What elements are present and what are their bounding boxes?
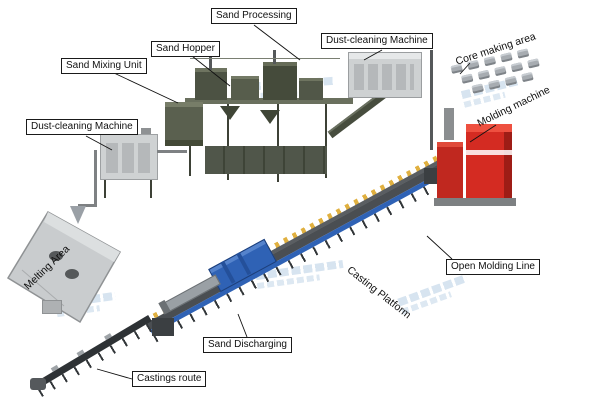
hopper-box xyxy=(231,76,259,100)
discharge-cone xyxy=(220,106,240,120)
machine-leg xyxy=(150,180,152,198)
dust-cleaning-machine-top-vents xyxy=(354,64,414,90)
molding-machine-frame xyxy=(444,108,454,140)
melting-furnace-box xyxy=(42,300,62,314)
label-open-molding-line: Open Molding Line xyxy=(446,259,540,275)
machine-leg xyxy=(104,180,106,198)
sand-mixer-unit xyxy=(165,102,203,146)
pipe xyxy=(78,204,97,207)
platform-leg xyxy=(277,104,279,182)
exhaust-stack xyxy=(273,50,276,64)
hopper-box xyxy=(263,62,297,100)
platform-leg xyxy=(325,104,327,178)
machine-cabinet-row xyxy=(205,146,327,174)
pipe xyxy=(430,122,433,150)
label-dust-cleaning-machine-top: Dust-cleaning Machine xyxy=(321,33,433,49)
label-sand-processing: Sand Processing xyxy=(211,8,297,24)
platform-deck xyxy=(185,98,353,104)
label-casting-platform: Casting Platform xyxy=(344,264,414,322)
hopper-box xyxy=(299,78,323,100)
cyclone-cone xyxy=(70,206,86,224)
leader-castings-route xyxy=(96,368,133,380)
dust-cleaning-machine-left-body xyxy=(100,128,158,180)
label-castings-route: Castings route xyxy=(132,371,207,387)
leader-open-molding-line xyxy=(426,235,453,260)
sand-processing-plant xyxy=(165,44,440,182)
pipe xyxy=(94,150,97,206)
molding-machine-main-cabinet xyxy=(466,124,512,200)
label-dust-cleaning-machine-left: Dust-cleaning Machine xyxy=(26,119,138,135)
pipe xyxy=(157,150,187,153)
platform-leg xyxy=(227,104,229,180)
leader-sand-discharging xyxy=(237,313,248,338)
label-sand-hopper: Sand Hopper xyxy=(151,41,220,57)
label-sand-discharging: Sand Discharging xyxy=(203,337,292,353)
hopper-box xyxy=(195,68,227,100)
melting-area-slab xyxy=(6,210,122,324)
discharge-cone xyxy=(260,110,280,124)
label-sand-mixing-unit: Sand Mixing Unit xyxy=(61,58,147,74)
walkway-rail xyxy=(190,58,340,59)
conveyor-motor xyxy=(30,378,46,390)
transfer-chute xyxy=(152,318,174,336)
molding-machine-left-cabinet xyxy=(437,142,463,198)
pipe xyxy=(430,50,433,125)
molding-machine-base xyxy=(434,198,516,206)
